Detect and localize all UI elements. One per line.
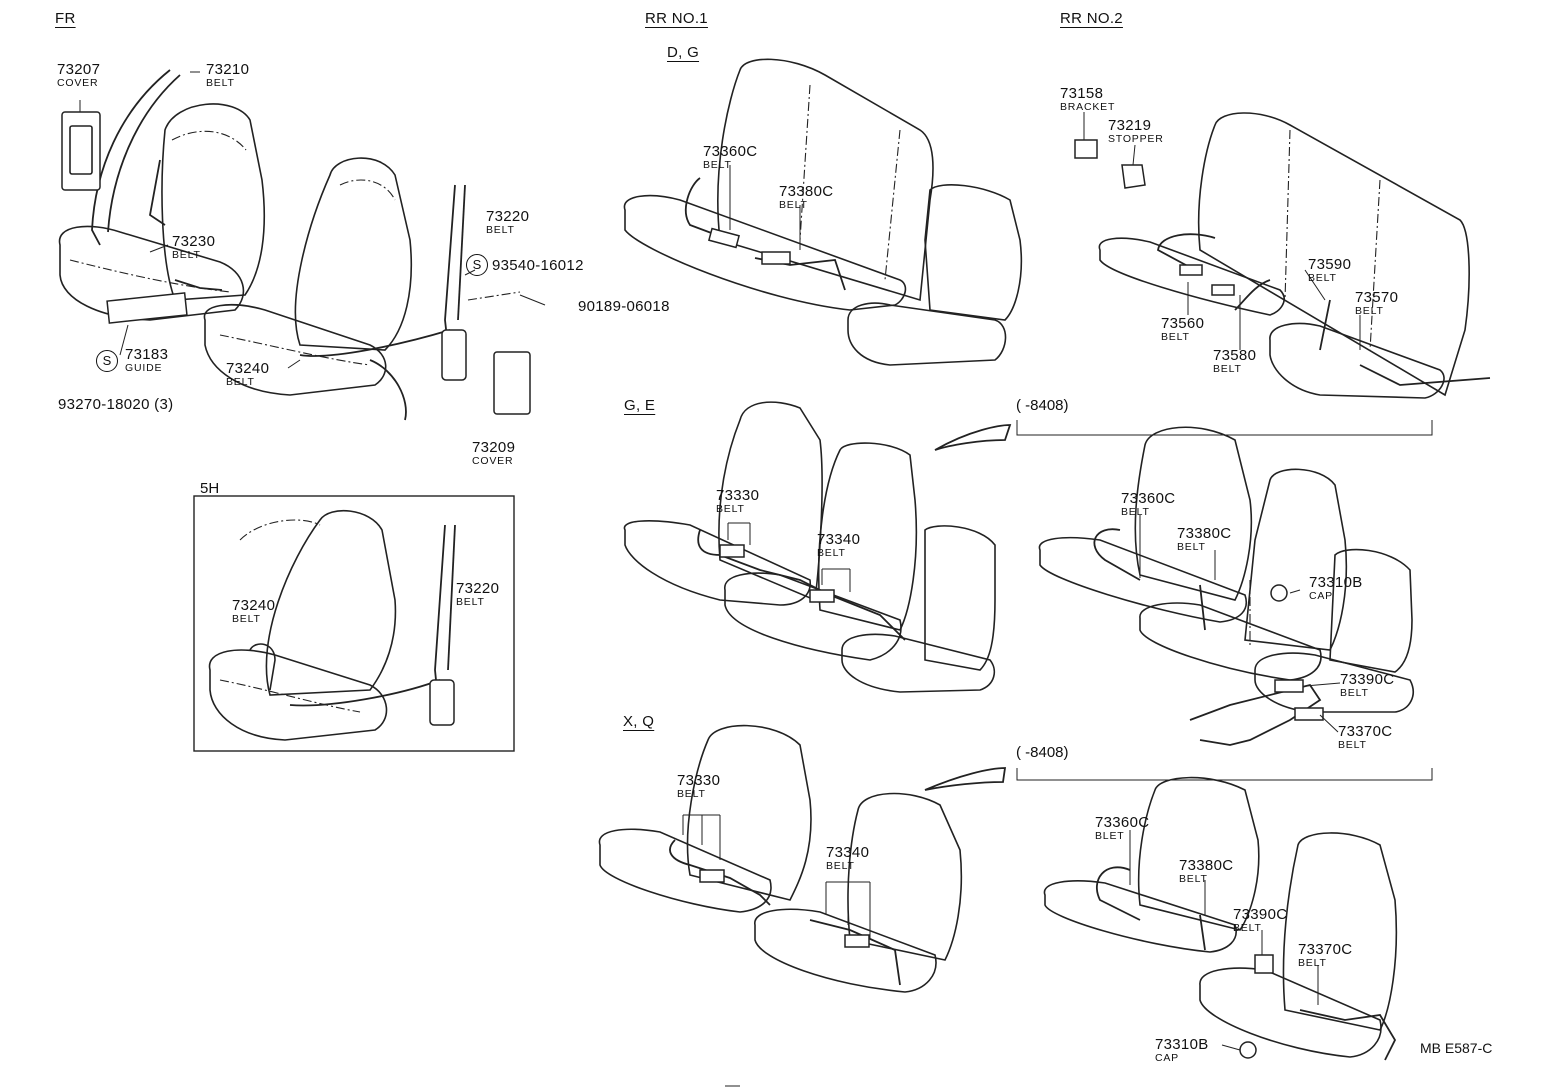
ge-seat-set xyxy=(623,401,1012,693)
subsection-header-ge: G, E xyxy=(624,397,656,414)
inset-header-5h: 5H xyxy=(200,480,220,497)
standard-part-mark: S xyxy=(96,350,118,372)
section-header-fr: FR xyxy=(55,10,76,27)
drawing-code: MB E587-C xyxy=(1420,1040,1493,1056)
rr1-dg-bench-seat xyxy=(623,58,1023,366)
subsection-header-dg: D, G xyxy=(667,44,700,61)
standard-part-mark: S xyxy=(466,254,488,276)
callout-93270-18020: 93270-18020 (3) xyxy=(58,396,174,413)
fr-front-seat-right xyxy=(203,157,546,421)
rr2-bench-seat xyxy=(1074,112,1491,399)
section-header-rr-no2: RR NO.2 xyxy=(1060,10,1123,27)
5h-inset-frame xyxy=(193,495,515,752)
xq-seat-set xyxy=(598,724,1007,993)
section-header-rr-no1: RR NO.1 xyxy=(645,10,708,27)
range-bracket-1 xyxy=(1016,420,1433,436)
callout-90189-06018: 90189-06018 xyxy=(578,298,670,315)
5h-seat xyxy=(208,509,456,741)
xq-range-seat-set xyxy=(1043,776,1398,1061)
subsection-header-xq: X, Q xyxy=(623,713,655,730)
fr-front-seat-left xyxy=(58,69,266,356)
range-label-1: ( -8408) xyxy=(1016,397,1069,414)
ge-range-seat-set xyxy=(1038,426,1414,746)
range-bracket-2 xyxy=(1016,768,1433,781)
range-label-2: ( -8408) xyxy=(1016,744,1069,761)
callout-93540-16012: 93540-16012 xyxy=(492,257,584,274)
